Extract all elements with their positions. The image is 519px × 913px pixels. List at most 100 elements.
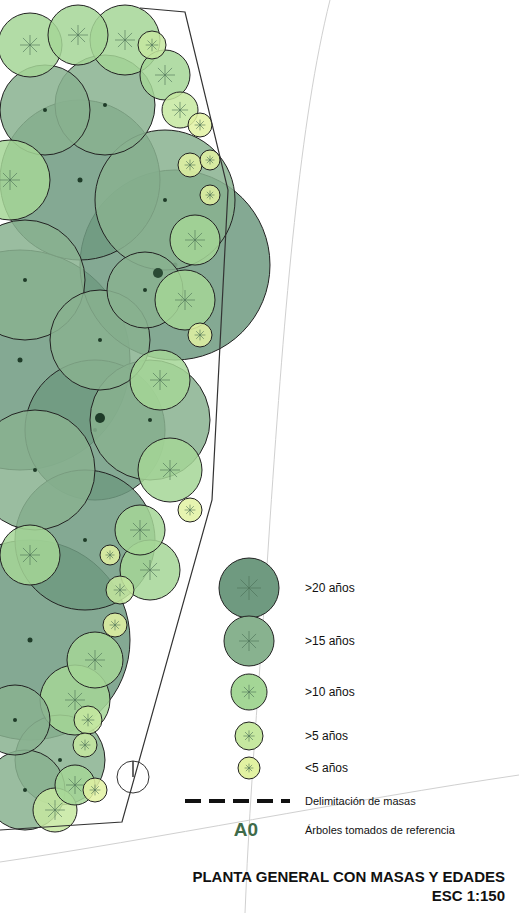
tree-canopy [138,438,202,502]
tree-branch [200,120,201,125]
tree-branch [75,785,84,786]
tree-branch [84,720,88,724]
tree-canopy [155,270,215,330]
tree-branch [195,240,205,241]
tree-branch [111,625,115,629]
tree-branch [140,523,147,530]
tree-branch [140,530,141,540]
tree-branch [153,373,160,380]
tree-branch [249,736,253,740]
tree-branch [150,570,160,571]
tree-branch [158,75,165,82]
tree-branch [249,576,250,588]
tree-branch [10,180,20,181]
tree-branch [188,240,195,247]
tree-branch [30,548,37,555]
tree-branch [55,810,65,811]
tree-branch [190,510,195,511]
tree-branch [190,505,191,510]
tree-branch [195,125,200,126]
tree-branch [3,180,10,187]
tree-branch [20,555,30,556]
tree-branch [85,745,86,750]
tree-branch [3,173,10,180]
tree-branch [190,510,191,515]
tree-branch [165,65,166,75]
tree-branch [195,335,200,336]
tree-branch [30,555,40,556]
tree-branch [75,700,85,701]
tree-branch [30,35,31,45]
tree-branch [115,621,119,625]
tree-branch [210,195,213,198]
tree-branch [160,370,161,380]
tree-canopy [130,350,190,410]
tree-branch [81,745,85,749]
tree-branch [249,736,255,737]
tree-canopy [115,505,165,555]
tree-branch [95,650,96,660]
tree-branch [140,530,150,531]
tree-branch [245,736,249,740]
tree-branch [185,300,195,301]
tree-branch [207,195,210,198]
north-symbol [117,761,149,793]
tree-trunk [83,538,87,542]
tree-branch [30,45,40,46]
tree-branch [75,700,76,710]
path-edge [245,0,330,913]
tree-canopy [74,706,102,734]
tree-branch [30,45,37,52]
legend-text: <5 años [305,761,348,775]
tree-trunk [18,358,23,363]
reference-code: A0 [234,819,258,841]
tree-canopy [178,498,202,522]
tree-branch [246,768,249,771]
tree-branch [152,45,153,51]
tree-branch [200,125,205,126]
tree-branch [146,45,152,46]
tree-branch [120,590,121,596]
tree-branch [107,555,110,558]
tree-branch [95,660,105,661]
tree-branch [160,470,170,471]
tree-branch [130,530,140,531]
tree-branch [172,110,180,111]
tree-branch [207,192,210,195]
tree-trunk [28,638,33,643]
tree-branch [178,293,185,300]
tree-branch [91,790,95,794]
tree-branch [180,110,181,118]
tree-branch [249,732,253,736]
tree-branch [10,180,17,187]
tree-branch [107,552,110,555]
tree-branch [196,331,200,335]
tree-branch [249,580,257,588]
tree-branch [210,157,213,160]
tree-branch [120,584,121,590]
tree-branch [163,463,170,470]
tree-branch [23,548,30,555]
tree-branch [65,700,75,701]
tree-branch [133,530,140,537]
tree-branch [75,779,81,785]
tree-branch [195,240,196,250]
tree-branch [200,125,204,129]
tree-branch [190,160,191,165]
tree-branch [249,687,254,692]
tree-branch [165,75,172,82]
tree-branch [140,520,141,530]
tree-branch [210,192,213,195]
tree-branch [249,631,250,641]
tree-branch [188,233,195,240]
tree-canopy [103,613,127,637]
tree-branch [115,625,116,630]
tree-branch [170,470,177,477]
tree-branch [207,157,210,160]
tree-branch [160,373,167,380]
tree-branch [185,165,190,166]
tree-canopy [67,632,123,688]
tree-branch [48,803,55,810]
tree-branch [249,588,250,600]
